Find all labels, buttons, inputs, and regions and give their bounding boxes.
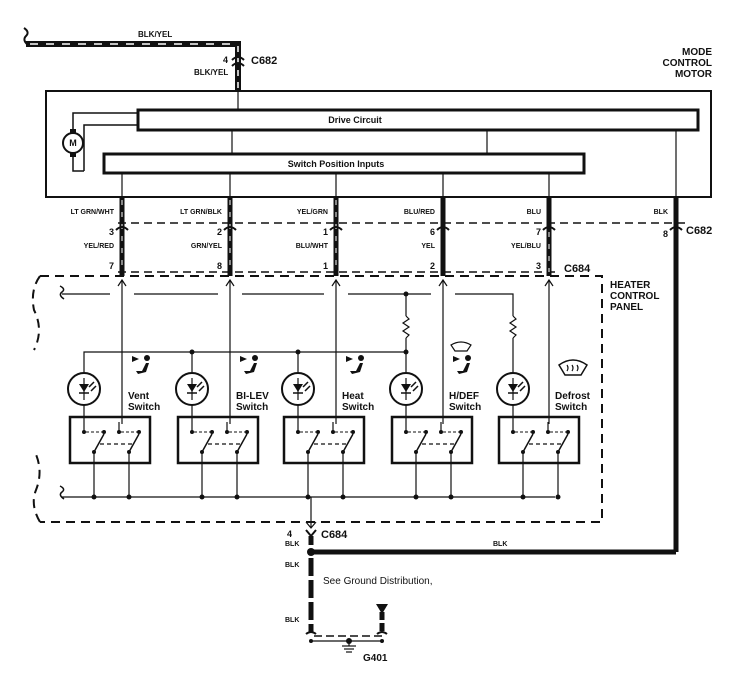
mode-switch[interactable]: [282, 415, 366, 465]
switch-name-line1: Heat: [342, 391, 364, 402]
resistor-icon: [401, 315, 411, 339]
switch-name-line2: Switch: [128, 402, 160, 413]
mode-control-motor-box: [45, 90, 712, 198]
circuit-wire-2: [223, 197, 237, 276]
ground-wire-color-1: BLK: [285, 541, 299, 548]
ground-pin: 4: [287, 529, 292, 539]
heater-control-panel-outline: [40, 275, 603, 523]
bilevel-mode-icon: [240, 355, 258, 374]
switch-name-line2: Switch: [342, 402, 374, 413]
circuit-wire-3: [329, 197, 343, 276]
ground-point-label: G401: [363, 653, 388, 664]
switch-position-inputs-box: [102, 152, 586, 175]
power-pin: 4: [223, 55, 228, 65]
motor-symbol-label: M: [69, 138, 77, 148]
circuit-4-lower-wire: YEL: [421, 243, 435, 250]
ground-upper-wire: BLK: [654, 209, 668, 216]
power-feed-wire: [23, 27, 245, 90]
defrost-mode-icon: [558, 359, 588, 376]
switch-name-line2: Switch: [555, 402, 587, 413]
circuit-3-lower-pin: 1: [323, 261, 328, 271]
drive-circuit-box: [136, 108, 700, 132]
circuit-wire-1: [115, 197, 129, 276]
mode-switch[interactable]: [176, 415, 260, 465]
switch-name-line1: Defrost: [555, 391, 591, 402]
circuit-4-upper-wire: BLU/RED: [404, 209, 435, 216]
mode-switch[interactable]: [497, 415, 581, 465]
circuit-1-upper-pin: 3: [109, 227, 114, 237]
power-wire-color-lower: BLK/YEL: [194, 68, 228, 77]
circuit-1-upper-wire: LT GRN/WHT: [71, 209, 115, 216]
circuit-wire-4: [436, 197, 450, 276]
ground-wire: [305, 529, 388, 644]
circuit-4-upper-pin: 6: [430, 227, 435, 237]
circuit-2-upper-pin: 2: [217, 227, 222, 237]
mode-switch[interactable]: [68, 415, 152, 465]
ground-wire-color-2: BLK: [285, 562, 299, 569]
switch-name-line1: H/DEF: [449, 391, 479, 402]
motor-title-line2: CONTROL: [663, 58, 712, 69]
connector-c682-label: C682: [686, 225, 712, 237]
indicator-led-icon: [67, 372, 101, 406]
switch-position-inputs-label: Switch Position Inputs: [288, 159, 385, 169]
motor-title-line3: MOTOR: [675, 69, 713, 80]
circuit-5-upper-pin: 7: [536, 227, 541, 237]
connector-c684-label: C684: [564, 263, 591, 275]
circuit-1-lower-wire: YEL/RED: [84, 243, 114, 250]
circuit-5-lower-wire: YEL/BLU: [511, 243, 541, 250]
power-wire-color-top: BLK/YEL: [138, 30, 172, 39]
motor-title-line1: MODE: [682, 47, 712, 58]
circuit-5-lower-pin: 3: [536, 261, 541, 271]
drive-circuit-label: Drive Circuit: [328, 115, 382, 125]
panel-title-line1: HEATER: [610, 280, 651, 291]
panel-title-line3: PANEL: [610, 302, 643, 313]
circuit-2-lower-wire: GRN/YEL: [191, 243, 223, 250]
circuit-5-upper-wire: BLU: [527, 209, 541, 216]
circuit-wires: [115, 197, 683, 555]
motor-icon: [62, 112, 138, 172]
wire-break-icon: [23, 27, 29, 46]
ground-upper-pin: 8: [663, 229, 668, 239]
switch-name-line1: BI-LEV: [236, 391, 269, 402]
switch-units: VentSwitchBI-LEVSwitchHeatSwitchH/DEFSwi…: [67, 341, 591, 500]
circuit-4-lower-pin: 2: [430, 261, 435, 271]
ground-connector: C684: [321, 529, 348, 541]
circuit-2-upper-wire: LT GRN/BLK: [180, 209, 222, 216]
switch-name-line1: Vent: [128, 391, 150, 402]
switch-name-line2: Switch: [449, 402, 481, 413]
resistor-icon: [508, 315, 518, 339]
heat-mode-icon: [346, 355, 364, 374]
power-connector: C682: [251, 55, 277, 67]
indicator-led-icon: [496, 372, 530, 406]
ground-return-wire: [311, 197, 683, 555]
ground-wire-color-3: BLK: [285, 617, 299, 624]
mode-switch[interactable]: [390, 415, 474, 465]
switch-name-line2: Switch: [236, 402, 268, 413]
circuit-3-upper-pin: 1: [323, 227, 328, 237]
vent-mode-icon: [132, 355, 150, 374]
circuit-3-upper-wire: YEL/GRN: [297, 209, 328, 216]
panel-title-line2: CONTROL: [610, 291, 659, 302]
indicator-led-icon: [389, 372, 423, 406]
circuit-wire-5: [542, 197, 556, 276]
circuit-1-lower-pin: 7: [109, 261, 114, 271]
ground-symbol-icon: [342, 641, 356, 653]
heat-defrost-mode-icon: [450, 341, 472, 374]
signal-lines: [117, 278, 554, 424]
ground-distribution-note: See Ground Distribution,: [323, 576, 433, 587]
circuit-3-lower-wire: BLU/WHT: [296, 243, 329, 250]
indicator-led-icon: [175, 372, 209, 406]
circuit-2-lower-pin: 8: [217, 261, 222, 271]
return-wire-color: BLK: [493, 541, 507, 548]
indicator-led-icon: [281, 372, 315, 406]
